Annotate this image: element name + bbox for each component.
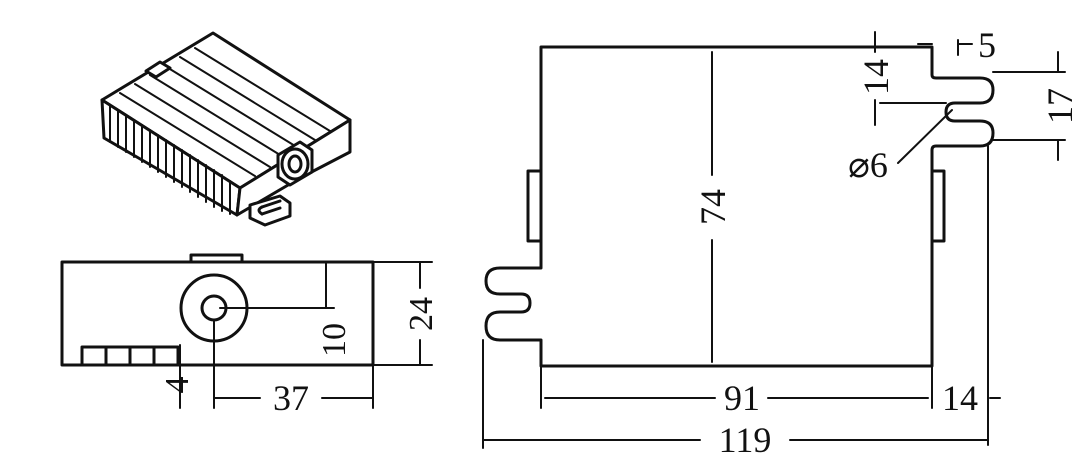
isometric-grooves	[119, 47, 331, 177]
dim-side-hole-height: 10	[316, 323, 353, 357]
side-view: 10 24 4 37	[60, 253, 440, 418]
dim-top-slot-width: 5	[978, 25, 996, 65]
isometric-slot-tab	[248, 194, 292, 227]
dim-side-bottom-offset: 4	[159, 377, 196, 394]
dim-side-hole-offset: 37	[273, 378, 309, 418]
top-left-tab	[526, 169, 543, 243]
dim-top-slot-depth: 14	[856, 59, 896, 95]
isometric-mount-ring	[276, 140, 314, 187]
dim-top-slot-to-edge: 14	[942, 378, 978, 418]
dim-hole-diameter: ⌀6	[848, 145, 888, 185]
isometric-view	[100, 31, 352, 227]
dim-side-total-height: 24	[403, 297, 440, 331]
dim-top-inner-width: 91	[724, 378, 760, 418]
top-right-tab	[930, 169, 946, 243]
isometric-fins	[109, 104, 231, 215]
side-fins	[80, 345, 180, 367]
top-view: 74 91 14 119 5 14 17 ⌀6	[482, 25, 1080, 460]
dim-top-height: 74	[693, 189, 733, 225]
dim-top-total-width: 119	[719, 420, 772, 460]
dim-top-slot-spacing: 17	[1040, 88, 1080, 124]
